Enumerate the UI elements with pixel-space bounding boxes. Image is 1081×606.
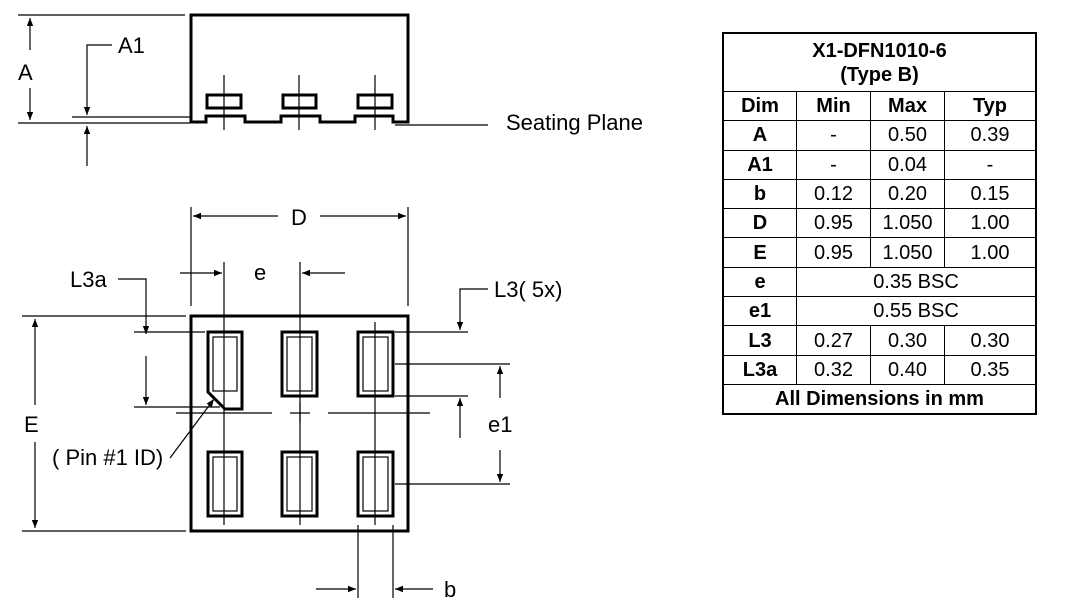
dimension-table: X1-DFN1010-6 (Type B) Dim Min Max Typ A …: [722, 32, 1037, 416]
row-typ: -: [944, 149, 1037, 180]
row-dim: D: [722, 208, 797, 239]
row-dim: e1: [722, 296, 797, 327]
side-view: A A1 Seating Plane: [18, 13, 643, 166]
table-row: A - 0.50 0.39: [722, 120, 1037, 151]
table-row: b 0.12 0.20 0.15: [722, 178, 1037, 210]
row-min: -: [796, 149, 871, 180]
row-typ: 1.00: [944, 208, 1037, 239]
table-row: D 0.95 1.050 1.00: [722, 208, 1037, 239]
header-dim: Dim: [722, 90, 797, 122]
row-min: -: [796, 120, 871, 151]
table-row: L3 0.27 0.30 0.30: [722, 325, 1037, 356]
row-dim: L3a: [722, 354, 797, 385]
row-dim: A1: [722, 149, 797, 180]
table-title-row: X1-DFN1010-6 (Type B): [722, 32, 1037, 92]
pad-4: [206, 450, 244, 518]
row-max: 1.050: [870, 237, 945, 268]
row-max: 0.04: [870, 149, 945, 180]
row-dim: e: [722, 266, 797, 298]
label-D: D: [291, 205, 307, 230]
header-typ: Typ: [944, 90, 1037, 122]
label-A: A: [18, 60, 33, 85]
row-bsc-value: 0.55 BSC: [796, 296, 1037, 327]
label-b: b: [444, 577, 456, 602]
header-min: Min: [796, 90, 871, 122]
table-footer-row: All Dimensions in mm: [722, 383, 1037, 415]
header-max: Max: [870, 90, 945, 122]
table-title-line2: (Type B): [840, 63, 919, 86]
table-row: e1 0.55 BSC: [722, 296, 1037, 327]
row-dim: E: [722, 237, 797, 268]
row-typ: 0.30: [944, 325, 1037, 356]
row-typ: 0.15: [944, 178, 1037, 210]
table-footer: All Dimensions in mm: [722, 383, 1037, 415]
row-min: 0.12: [796, 178, 871, 210]
row-typ: 1.00: [944, 237, 1037, 268]
side-view-body: [189, 13, 410, 124]
table-row: L3a 0.32 0.40 0.35: [722, 354, 1037, 385]
row-max: 0.50: [870, 120, 945, 151]
row-min: 0.95: [796, 237, 871, 268]
label-A1: A1: [118, 33, 145, 58]
table-row: A1 - 0.04 -: [722, 149, 1037, 180]
pad-pin1: [206, 330, 244, 411]
label-seating-plane: Seating Plane: [506, 110, 643, 135]
label-L3: L3( 5x): [494, 277, 562, 302]
bottom-view: D e L3a L3( 5x) e1 E ( Pin #1 ID): [22, 205, 562, 602]
table-title: X1-DFN1010-6 (Type B): [722, 32, 1037, 92]
table-header-row: Dim Min Max Typ: [722, 90, 1037, 122]
row-typ: 0.35: [944, 354, 1037, 385]
row-bsc-value: 0.35 BSC: [796, 266, 1037, 298]
label-E: E: [24, 412, 39, 437]
row-typ: 0.39: [944, 120, 1037, 151]
row-max: 0.40: [870, 354, 945, 385]
row-min: 0.32: [796, 354, 871, 385]
label-pin1-id: ( Pin #1 ID): [52, 445, 163, 470]
table-row: E 0.95 1.050 1.00: [722, 237, 1037, 268]
label-e1: e1: [488, 412, 512, 437]
row-max: 0.20: [870, 178, 945, 210]
label-e: e: [254, 260, 266, 285]
row-max: 1.050: [870, 208, 945, 239]
table-row: e 0.35 BSC: [722, 266, 1037, 298]
row-dim: L3: [722, 325, 797, 356]
row-min: 0.95: [796, 208, 871, 239]
row-dim: b: [722, 178, 797, 210]
table-title-line1: X1-DFN1010-6: [812, 39, 947, 62]
row-min: 0.27: [796, 325, 871, 356]
label-L3a: L3a: [70, 267, 107, 292]
row-dim: A: [722, 120, 797, 151]
row-max: 0.30: [870, 325, 945, 356]
